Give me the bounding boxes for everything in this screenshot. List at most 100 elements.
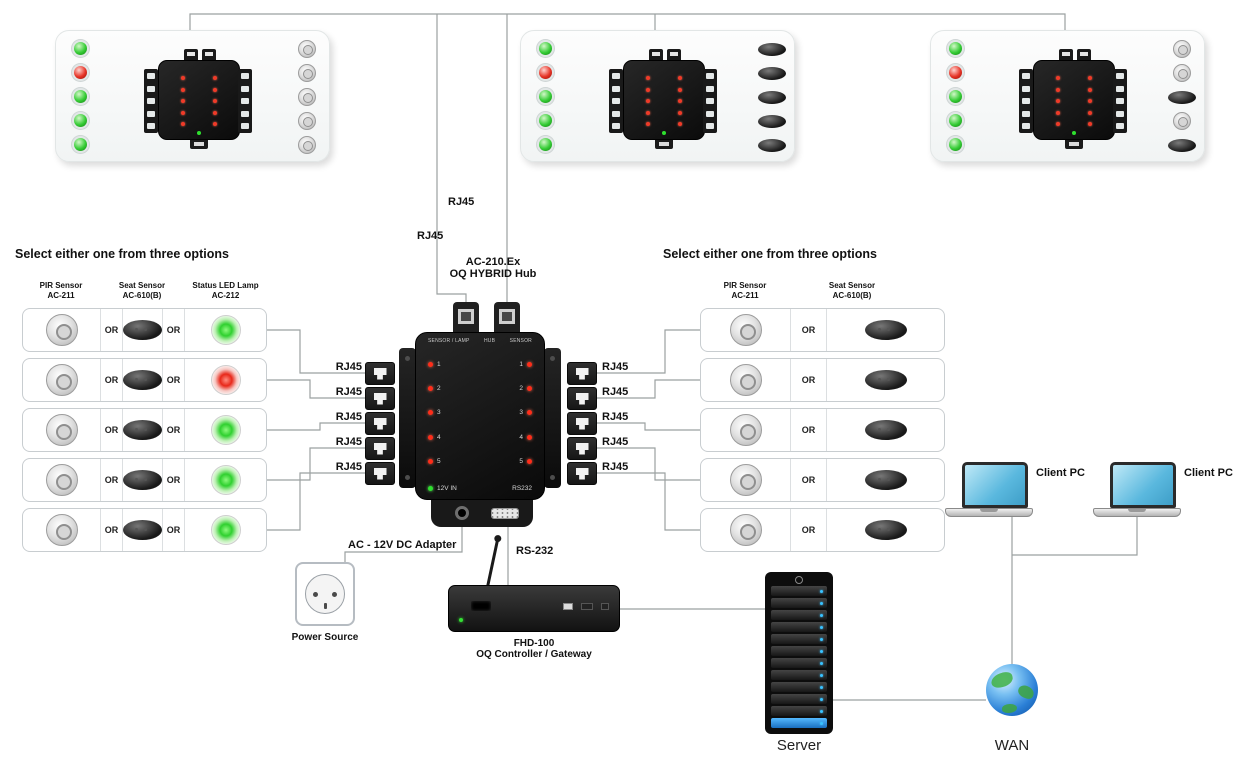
option-row: OR OR — [22, 308, 267, 352]
rj45-label: RJ45 — [335, 361, 362, 373]
wan-label: WAN — [994, 737, 1030, 754]
power-led-icon — [662, 131, 666, 135]
status-led-indicator — [74, 90, 87, 103]
pir-sensor-icon — [45, 314, 78, 346]
pir-sensor-icon — [729, 464, 762, 496]
power-button-icon — [795, 576, 803, 584]
seat-sensor-icon — [758, 139, 786, 152]
wan-globe-icon — [986, 664, 1038, 716]
rj45-port-icon — [365, 412, 395, 435]
status-led-indicator — [74, 138, 87, 151]
status-led-lamp-icon — [210, 365, 241, 395]
power-source-label: Power Source — [291, 632, 359, 643]
rj45-port-icon — [184, 49, 198, 61]
hub-body: SENSOR / LAMP HUB SENSOR 1 1 2 2 3 3 4 4… — [415, 332, 545, 500]
rj45-label: RJ45 — [417, 230, 444, 242]
port-icon — [601, 603, 609, 610]
power-led-icon — [1072, 131, 1076, 135]
status-led-indicator — [74, 66, 87, 79]
seat-sensor-icon — [1168, 139, 1196, 152]
seat-sensor-icon — [864, 520, 907, 540]
pir-sensor-icon — [298, 88, 316, 106]
rj45-label: RJ45 — [448, 196, 475, 208]
or-label: OR — [166, 475, 181, 485]
central-hub-title: AC-210.Ex OQ HYBRID Hub — [428, 256, 558, 280]
wire — [597, 472, 700, 531]
hub-body — [158, 60, 240, 140]
column-header-seat: Seat Sensor AC-610(B) — [118, 281, 166, 300]
rj45-port-icon — [567, 362, 597, 385]
or-label: OR — [801, 525, 816, 535]
pir-sensor-icon — [729, 314, 762, 346]
channel-led-icon — [527, 362, 532, 368]
pir-sensor-icon — [1173, 64, 1191, 82]
status-led-indicator — [949, 114, 962, 127]
seat-sensor-icon — [758, 43, 786, 56]
client-pc-label: Client PC — [1036, 467, 1085, 479]
status-led-indicator — [539, 114, 552, 127]
rj45-port-icon — [453, 302, 479, 333]
rj45-port-icon — [202, 49, 216, 61]
zone-hub-device — [144, 49, 254, 149]
rj45-label: RJ45 — [335, 411, 362, 423]
rj45-label: RJ45 — [602, 361, 629, 373]
channel-led-icon — [527, 410, 532, 416]
hub-connector-block — [238, 69, 252, 133]
hub-body — [1033, 60, 1115, 140]
seat-sensor-icon — [123, 520, 162, 540]
rj45-port-icon — [567, 462, 597, 485]
or-label: OR — [801, 425, 816, 435]
hub-channel-row: 4 4 — [428, 434, 532, 441]
seat-sensor-icon — [864, 420, 907, 440]
rj45-port-icon — [567, 412, 597, 435]
seat-sensor-icon — [123, 370, 162, 390]
pir-sensor-icon — [45, 514, 78, 546]
seat-sensor-icon — [758, 67, 786, 80]
hdmi-port-icon — [581, 603, 593, 610]
adapter-label: AC - 12V DC Adapter — [348, 539, 457, 551]
hub-connector-block — [609, 69, 623, 133]
gateway-device — [448, 585, 620, 632]
pir-sensor-icon — [45, 414, 78, 446]
option-row: OR OR — [22, 458, 267, 502]
channel-led-icon — [428, 458, 433, 464]
status-led-indicator — [74, 42, 87, 55]
gateway-label: FHD-100 OQ Controller / Gateway — [476, 638, 592, 660]
or-label: OR — [801, 375, 816, 385]
server-label: Server — [776, 737, 822, 754]
hub-body — [623, 60, 705, 140]
option-row: OR — [700, 358, 945, 402]
column-header-lamp: Status LED Lamp AC-212 — [192, 281, 259, 300]
rj45-port-icon — [567, 437, 597, 460]
pir-sensor-icon — [45, 364, 78, 396]
or-label: OR — [166, 425, 181, 435]
hub-channel-row: 2 2 — [428, 385, 532, 392]
rj45-label: RJ45 — [602, 411, 629, 423]
column-header-seat: Seat Sensor AC-610(B) — [828, 281, 876, 300]
server-icon — [765, 572, 833, 734]
power-led-icon — [459, 618, 463, 622]
pir-sensor-icon — [298, 64, 316, 82]
hub-name-label: OQ HYBRID Hub — [449, 268, 537, 280]
option-row: OR — [700, 308, 945, 352]
rj45-label: RJ45 — [602, 436, 629, 448]
power-led-icon — [197, 131, 201, 135]
pir-sensor-icon — [298, 136, 316, 154]
status-led-indicator — [539, 42, 552, 55]
status-led-lamp-icon — [210, 465, 241, 495]
channel-led-icon — [428, 434, 433, 440]
right-options-title: Select either one from three options — [663, 247, 877, 261]
seat-sensor-icon — [123, 320, 162, 340]
rj45-port-icon — [365, 362, 395, 385]
laptop-base-icon — [1093, 508, 1181, 517]
rj45-label: RJ45 — [602, 386, 629, 398]
rj45-label: RJ45 — [602, 461, 629, 473]
occupancy-zone-panel-1 — [55, 30, 330, 162]
status-led-indicator — [949, 66, 962, 79]
or-label: OR — [104, 525, 119, 535]
rj45-port-icon — [365, 387, 395, 410]
hub-silkscreen: SENSOR / LAMP HUB SENSOR — [428, 338, 532, 344]
seat-sensor-icon — [123, 420, 162, 440]
seat-sensor-icon — [864, 370, 907, 390]
rs232-label: RS-232 — [516, 545, 554, 557]
